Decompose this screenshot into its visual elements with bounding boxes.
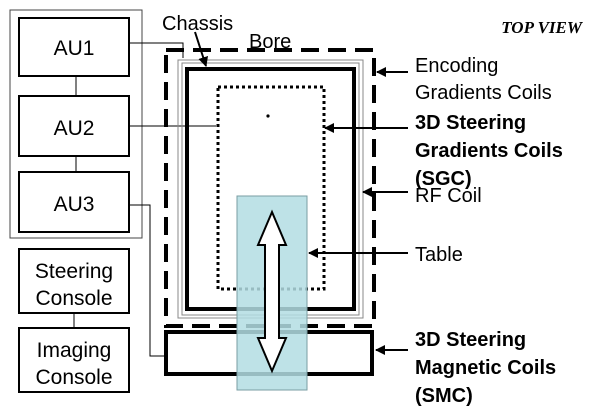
bore-center-dot [266,114,270,118]
table-label: Table [415,244,463,266]
au1-label: AU1 [54,37,95,60]
bore-label: Bore [249,31,291,53]
au-group-frame [9,9,143,239]
steering-console-label-2: Console [35,287,112,310]
au3-label: AU3 [54,193,95,216]
smc-label-1: 3D Steering [415,329,526,351]
smc-label-2: Magnetic Coils [415,357,556,379]
imaging-console-label-1: Imaging [37,339,112,362]
au3-connection-line [129,204,165,357]
imaging-console-box [18,327,130,393]
sgc-label-3: (SGC) [415,168,472,190]
au1-box [18,17,130,77]
encoding-label-2: Gradients Coils [415,82,552,104]
steering-console-label-1: Steering [35,260,113,283]
au2-label: AU2 [54,117,95,140]
chassis-pointer [194,31,208,67]
sgc-label-2: Gradients Coils [415,140,563,162]
view-title: TOP VIEW [501,18,584,37]
steering-console-box [18,248,130,314]
chassis-label: Chassis [162,13,233,35]
table-motion-arrow [256,209,288,374]
au3-box [18,171,130,233]
smc-label-3: (SMC) [415,385,473,407]
sgc-label-1: 3D Steering [415,112,526,134]
encoding-label-1: Encoding [415,55,498,77]
imaging-console-label-2: Console [35,366,112,389]
rf-coil-label: RF Coil [415,185,482,207]
au1-connection-line [129,42,184,58]
